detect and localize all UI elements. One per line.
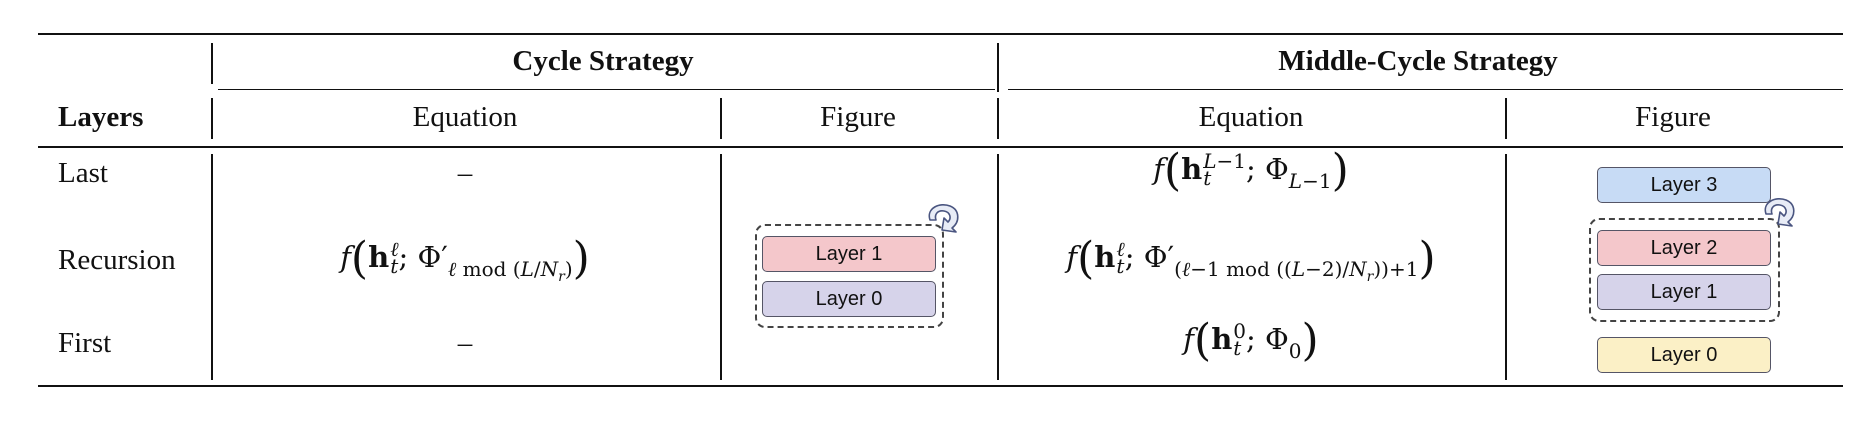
middle-recursion-group	[1589, 218, 1780, 322]
middle-layer-1-box: Layer 1	[1597, 274, 1771, 310]
top-rule	[38, 33, 1843, 35]
vline-groups-header	[997, 98, 999, 139]
vline-groups-body	[997, 154, 999, 380]
cycle-loop-arrow-icon	[928, 204, 959, 233]
middle-loop-arrow-icon	[1764, 198, 1795, 227]
middle-figure-header: Figure	[1635, 101, 1711, 133]
middle-equation-header: Equation	[1198, 101, 1304, 133]
vline-layers-header	[211, 98, 213, 139]
cycle-layer-1-box: Layer 1	[762, 236, 936, 272]
row-label-last: Last	[58, 157, 108, 189]
vline-layers-header-group	[211, 43, 213, 84]
layers-header: Layers	[58, 101, 144, 133]
middle-layer-2-box: Layer 2	[1597, 230, 1771, 266]
vline-groups-top	[997, 43, 999, 92]
vline-cycle-eq-fig-header	[720, 98, 722, 139]
row-label-recursion: Recursion	[58, 244, 176, 276]
vline-layers-body	[211, 154, 213, 380]
cycle-equation-header: Equation	[412, 101, 518, 133]
cycle-figure-header: Figure	[820, 101, 896, 133]
middle-layer-0-box: Layer 0	[1597, 337, 1771, 373]
cycle-strategy-heading: Cycle Strategy	[512, 45, 694, 77]
cycle-layer-0-box: Layer 0	[762, 281, 936, 317]
vline-middle-eq-fig-header	[1505, 98, 1507, 139]
cycle-equation-first: –	[457, 327, 473, 359]
cycle-group-underline	[218, 89, 995, 90]
middle-cycle-strategy-heading: Middle-Cycle Strategy	[1278, 45, 1558, 77]
vline-middle-eq-fig-body	[1505, 154, 1507, 380]
cycle-equation-last: –	[457, 157, 473, 189]
header-rule	[38, 146, 1843, 148]
bottom-rule	[38, 385, 1843, 387]
row-label-first: First	[58, 327, 112, 359]
vline-cycle-eq-fig-body	[720, 154, 722, 380]
middle-group-underline	[1008, 89, 1843, 90]
cycle-recursion-group	[755, 224, 944, 328]
middle-layer-3-box: Layer 3	[1597, 167, 1771, 203]
